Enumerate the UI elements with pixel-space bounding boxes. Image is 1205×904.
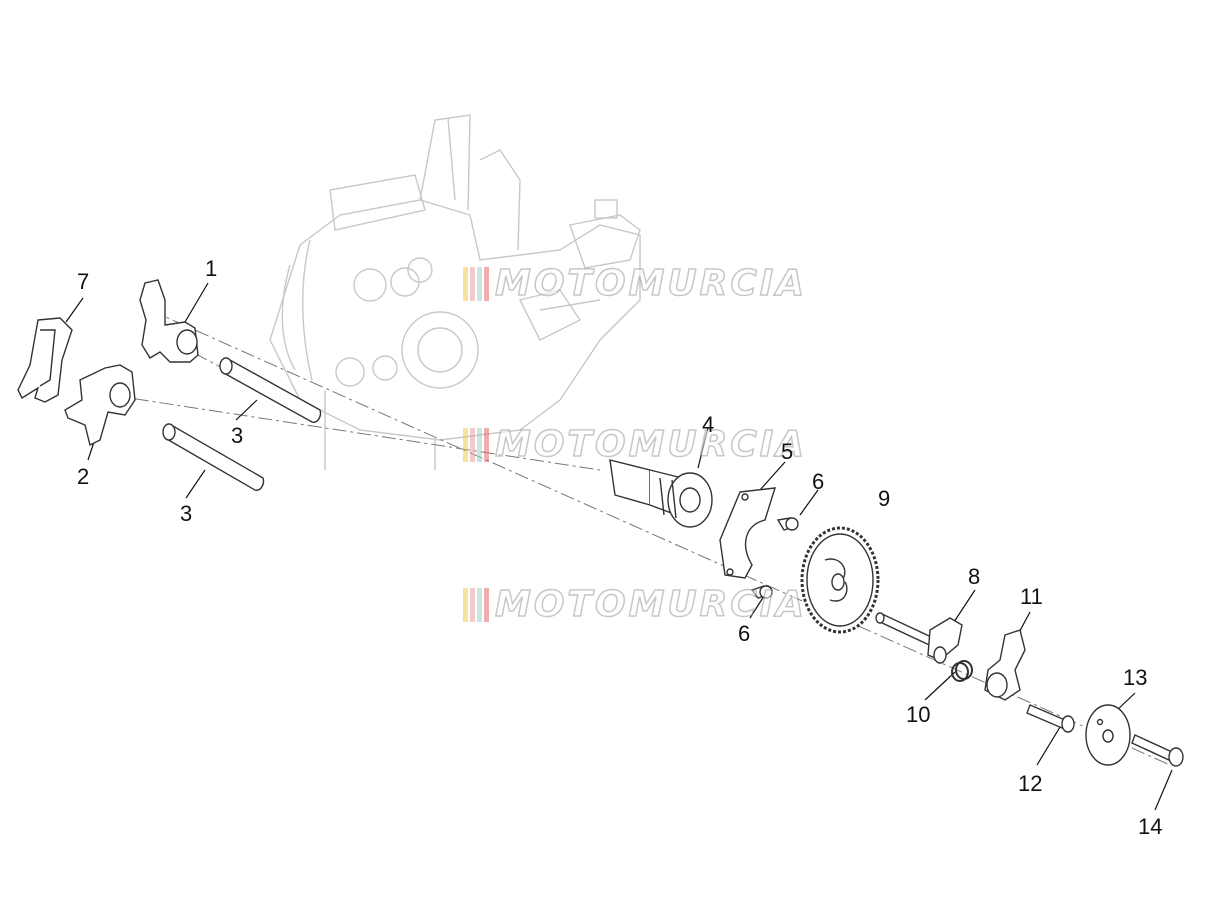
stripe: [463, 427, 468, 462]
callout-14: 14: [1138, 814, 1163, 839]
callout-10: 10: [906, 702, 931, 727]
watermark-stripes: [463, 266, 489, 301]
part-1-shift-fork: [139, 279, 199, 363]
callout-8: 8: [968, 564, 981, 589]
part-10-spring: [951, 660, 973, 682]
part-4-selector-drum: [609, 459, 713, 528]
part-11-lever: [984, 629, 1026, 701]
callout-3: 3: [231, 423, 244, 448]
callout-6: 6: [738, 621, 751, 646]
part-14-bolt: [1131, 734, 1184, 767]
part-9-gear: [800, 526, 880, 634]
callout-6: 6: [812, 469, 825, 494]
stripe: [463, 266, 468, 301]
stripe: [484, 587, 489, 622]
part-6-screws: [750, 517, 799, 599]
watermark-logo: MOTOMURCIA: [463, 423, 808, 466]
stripe: [484, 427, 489, 462]
watermark-text: MOTOMURCIA: [494, 583, 808, 626]
stripe: [477, 587, 482, 622]
watermark-text: MOTOMURCIA: [494, 423, 808, 466]
callout-11: 11: [1020, 584, 1043, 609]
part-8-lever: [875, 612, 963, 664]
part-7-shift-fork: [17, 317, 73, 403]
stripe: [470, 587, 475, 622]
part-12-bolt: [1026, 704, 1075, 733]
watermark-stripes: [463, 587, 489, 622]
callout-7: 7: [77, 269, 90, 294]
stripe: [470, 427, 475, 462]
callout-4: 4: [702, 412, 715, 437]
stripe: [463, 587, 468, 622]
stripe: [484, 266, 489, 301]
stripe: [477, 266, 482, 301]
callout-1: 1: [205, 256, 218, 281]
watermark-text: MOTOMURCIA: [494, 262, 808, 305]
watermark-logo: MOTOMURCIA: [463, 262, 808, 305]
callout-2: 2: [77, 464, 90, 489]
part-3-shafts: [162, 357, 322, 491]
engine-block-ghost: [269, 114, 641, 470]
callout-5: 5: [781, 439, 794, 464]
callout-3: 3: [180, 501, 193, 526]
watermark-stripes: [463, 427, 489, 462]
part-13-washer: [1085, 704, 1131, 766]
part-2-shift-fork: [64, 364, 136, 447]
stripe: [470, 266, 475, 301]
part-5-plate: [719, 487, 776, 579]
callout-13: 13: [1123, 665, 1148, 690]
stripe: [477, 427, 482, 462]
callout-9: 9: [878, 486, 891, 511]
callout-12: 12: [1018, 771, 1043, 796]
watermark-logo: MOTOMURCIA: [463, 583, 808, 626]
